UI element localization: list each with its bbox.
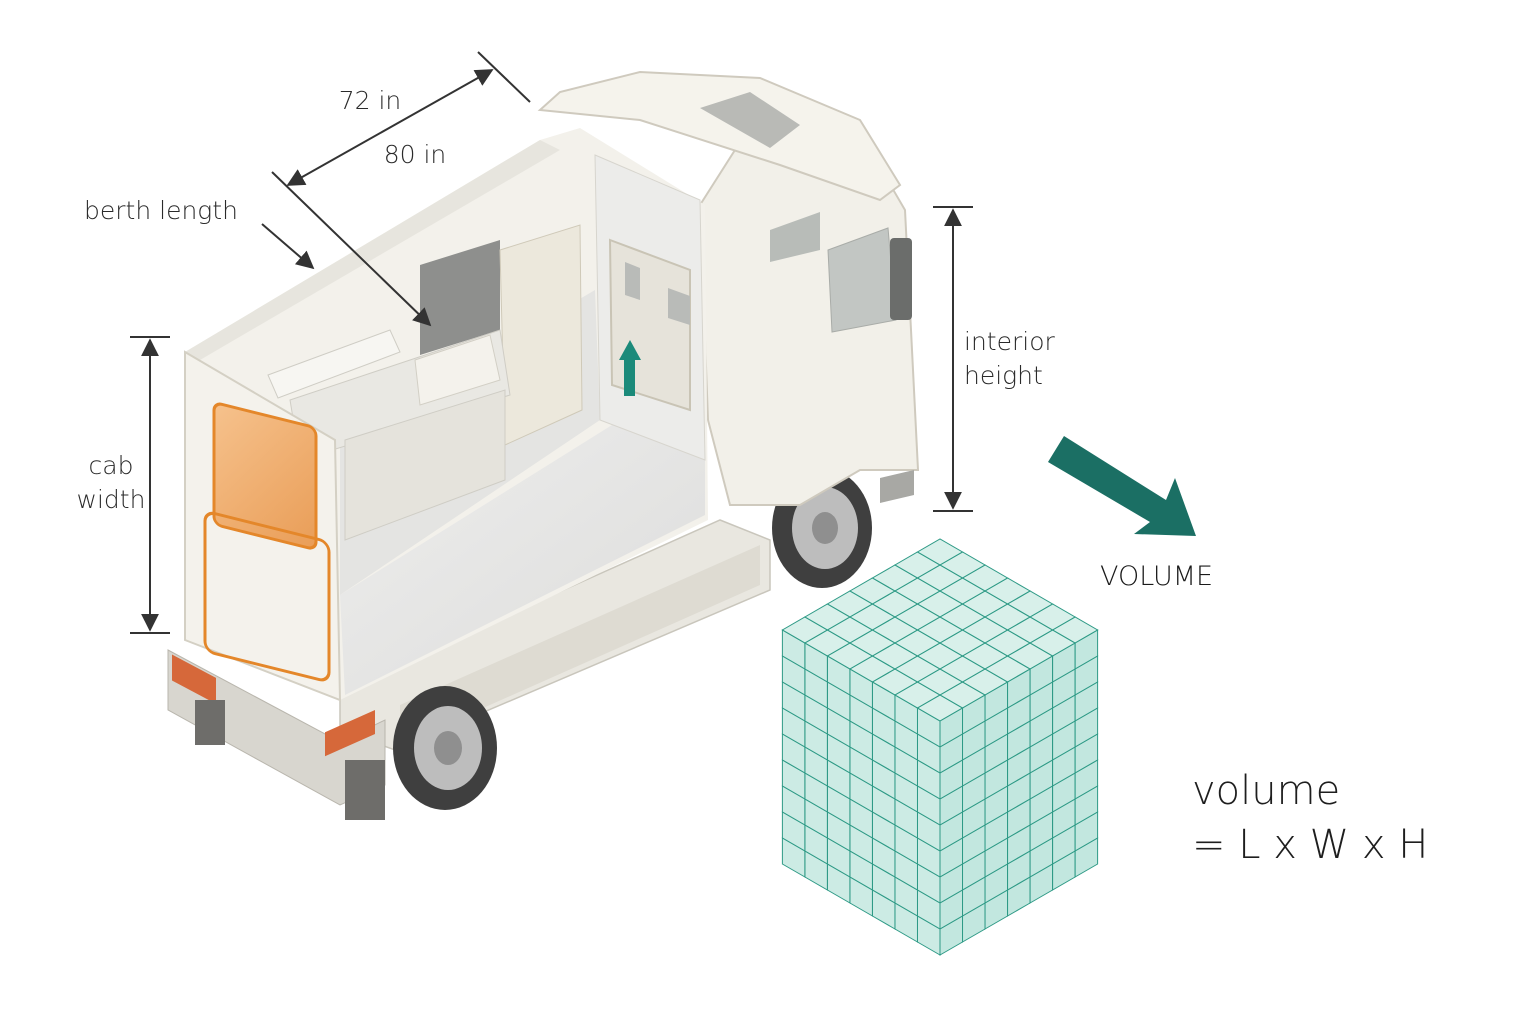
truck-cutaway	[167, 70, 920, 820]
interior-height-label-line2: height	[964, 361, 1043, 390]
voxel-face-top	[916, 538, 964, 566]
mudflap-right	[345, 760, 385, 820]
formula-line1: volume	[1192, 768, 1341, 814]
dimension-72-label: 72 in	[338, 86, 402, 115]
volume-arrow-label: VOLUME	[1100, 561, 1214, 592]
chassis-side	[400, 545, 760, 745]
down-right-arrow-icon	[1048, 436, 1196, 536]
dimension-lines	[130, 51, 973, 634]
box-top-edge	[185, 140, 560, 360]
rear-wheel	[393, 686, 497, 810]
dimension-80-label: 80 in	[383, 140, 447, 169]
mudflap-left	[195, 700, 225, 745]
door-window-right	[668, 288, 690, 325]
cab-side-window	[770, 212, 820, 262]
side-hatch-outline	[203, 511, 331, 682]
berth-alcove	[420, 240, 500, 355]
cab-step	[880, 470, 914, 503]
voxel-cube	[781, 538, 1099, 956]
berth-console	[267, 329, 401, 399]
cab-width-label-line1: cab	[88, 451, 134, 480]
pillow	[414, 334, 501, 406]
berth-length-arrow	[261, 223, 315, 270]
door-window-left	[625, 262, 640, 300]
formula-line2: = L x W x H	[1192, 822, 1429, 868]
tail-light-right	[325, 710, 375, 757]
up-arrow-icon	[619, 340, 641, 396]
lower-drawers	[344, 389, 506, 541]
bulkhead-door	[608, 238, 691, 412]
cab-roof	[537, 70, 902, 202]
berth-length-label: berth length	[84, 196, 238, 225]
tall-cabinet	[499, 224, 583, 446]
length-extension-line	[477, 51, 531, 103]
interior-height-label-line1: interior	[964, 327, 1055, 356]
roof-hatch	[700, 92, 800, 148]
interior-floor	[340, 420, 705, 695]
length-dimension-line	[286, 69, 494, 186]
cargo-box	[184, 128, 708, 702]
berth-pointer-line	[271, 171, 432, 327]
side-mirror	[890, 238, 912, 320]
side-window	[212, 402, 318, 550]
cab-exterior	[537, 70, 920, 506]
rear-bumper	[167, 649, 386, 820]
cab-width-label-line2: width	[76, 485, 146, 514]
tail-light-left	[172, 654, 216, 704]
